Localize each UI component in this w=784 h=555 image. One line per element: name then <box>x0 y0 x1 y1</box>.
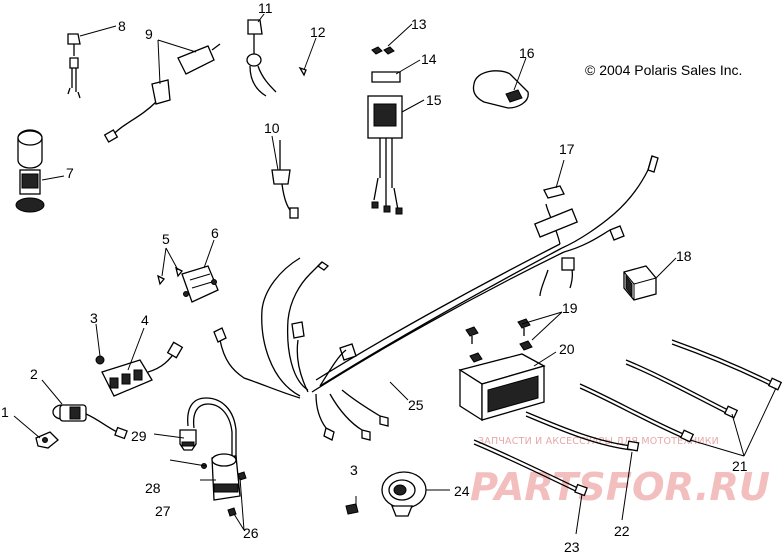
part-21-straps <box>579 339 783 443</box>
part-8-connector <box>67 33 81 99</box>
callout-22: 22 <box>614 523 630 539</box>
callout-6: 6 <box>211 225 219 241</box>
part-16-cover-pad <box>472 70 529 109</box>
part-13-nuts <box>371 46 395 55</box>
part-9-switch-harness <box>103 43 221 143</box>
part-14-bracket <box>371 71 401 83</box>
watermark: ЗАПЧАСТИ И АКСЕССУАРЫ ДЛЯ МОТОТЕХНИКИ PA… <box>470 436 770 509</box>
leader-lines <box>13 13 777 535</box>
part-2-ignition-switch <box>52 404 128 440</box>
part-25-main-harness <box>213 155 659 441</box>
callout-17: 17 <box>559 141 575 157</box>
part-6-regulator <box>181 265 219 303</box>
callout-9: 9 <box>145 26 153 42</box>
part-18-relay <box>623 265 657 301</box>
part-4-connector-block <box>101 341 184 397</box>
callout-16: 16 <box>519 45 535 61</box>
callout-13: 13 <box>411 16 427 32</box>
part-15-cdi-module <box>367 95 403 215</box>
callout-2: 2 <box>30 366 38 382</box>
part-27-ignition-coil <box>211 453 241 501</box>
callout-18: 18 <box>676 248 692 264</box>
callout-1: 1 <box>1 404 9 420</box>
part-5-clips <box>157 266 184 286</box>
part-24-horn <box>381 471 427 517</box>
part-1-bracket <box>35 431 59 449</box>
part-20-battery <box>458 340 546 422</box>
watermark-logo: PARTSFOR.RU <box>470 465 770 509</box>
part-11-connector <box>246 19 277 97</box>
callout-24: 24 <box>454 483 470 499</box>
part-7-knob-assembly <box>15 129 45 213</box>
part-3-screw-lower <box>345 503 359 515</box>
callout-3-lower: 3 <box>350 462 358 478</box>
part-17-fuse <box>543 185 565 199</box>
callout-25: 25 <box>408 397 424 413</box>
callout-20: 20 <box>559 341 575 357</box>
callout-23: 23 <box>564 539 580 555</box>
callout-15: 15 <box>426 92 442 108</box>
callout-12: 12 <box>310 24 326 40</box>
part-23-strap <box>473 439 588 497</box>
callout-8: 8 <box>118 18 126 34</box>
part-3-screw-upper <box>95 355 105 365</box>
callout-27: 27 <box>155 503 171 519</box>
part-12-clip <box>298 66 307 77</box>
callout-11: 11 <box>258 0 273 16</box>
watermark-tagline: ЗАПЧАСТИ И АКСЕССУАРЫ ДЛЯ МОТОТЕХНИКИ <box>478 436 719 447</box>
callout-29: 29 <box>131 428 147 444</box>
part-29-spark-plug-cap <box>179 397 237 470</box>
part-19-battery-bolts <box>465 318 531 344</box>
callout-10: 10 <box>264 120 280 136</box>
part-22-strap <box>525 411 640 452</box>
callout-28: 28 <box>145 480 161 496</box>
callout-21: 21 <box>732 458 748 474</box>
callout-7: 7 <box>66 165 74 181</box>
part-10-sensor <box>271 140 299 219</box>
callout-4: 4 <box>141 312 149 328</box>
callout-14: 14 <box>421 51 437 67</box>
callout-5: 5 <box>162 231 170 247</box>
copyright-text: © 2004 Polaris Sales Inc. <box>585 62 742 78</box>
callout-3-upper: 3 <box>90 310 98 326</box>
callout-19: 19 <box>562 300 578 316</box>
callout-numbers: 1 2 3 4 5 6 7 8 9 10 11 12 13 14 15 16 1… <box>1 0 748 555</box>
callout-26: 26 <box>243 525 259 541</box>
